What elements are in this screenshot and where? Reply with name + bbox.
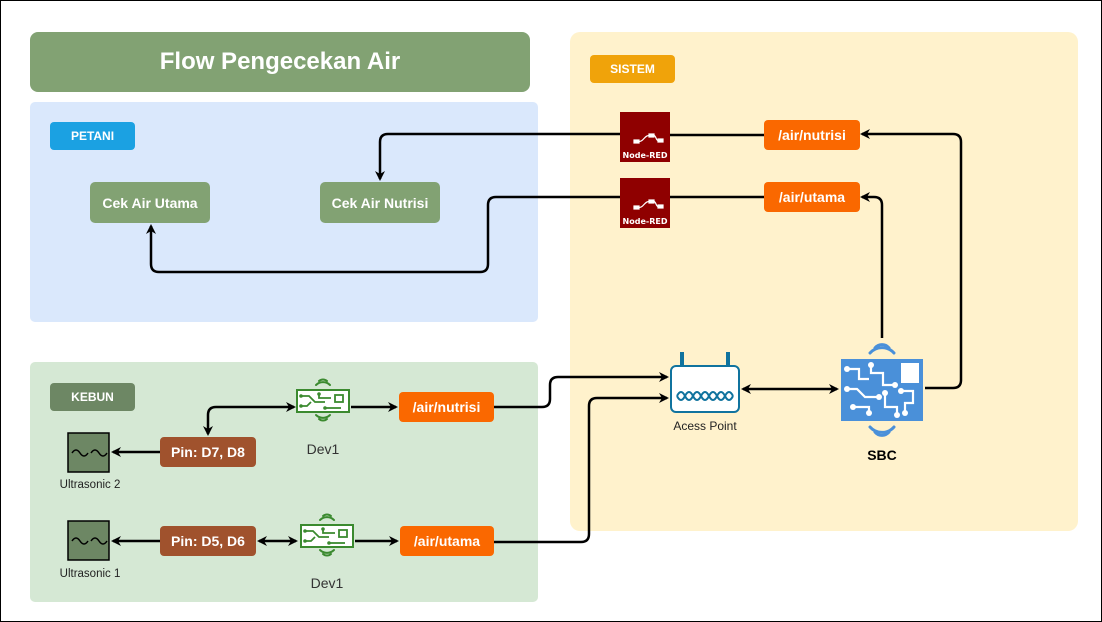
petani-tag: PETANI [50,122,135,150]
microcontroller-icon [295,378,351,422]
access-point-label: Acess Point [673,419,737,433]
microcontroller-icon [299,513,355,557]
kebun-topic-utama: /air/utama [400,526,494,556]
connector-sbc-to-topic-utama [860,192,884,338]
device-label: Dev1 [310,575,344,591]
ultrasonic-sensor-icon [67,520,110,561]
kebun-tag: KEBUN [50,383,135,411]
connector-sbc-to-topic-nutrisi [860,129,963,390]
diagram-title: Flow Pengecekan Air [30,32,530,92]
sistem-topic-utama: /air/utama [764,182,860,212]
router-icon [669,344,741,416]
node-red-icon: Node-RED [620,112,670,162]
kebun-topic-nutrisi: /air/nutrisi [399,392,494,422]
pin-box-d5-d6: Pin: D5, D6 [160,526,256,556]
connector-nodered-to-cek-nutrisi [375,132,620,181]
sbc-icon [839,339,925,441]
sistem-tag: SISTEM [590,55,675,83]
connector-dev1-pin-d7d8 [203,402,296,436]
pin-box-d7-d8: Pin: D7, D8 [160,437,256,467]
cek-air-nutrisi-box: Cek Air Nutrisi [320,182,440,223]
ultrasonic-sensor-icon [67,432,110,473]
cek-air-utama-box: Cek Air Utama [90,182,210,223]
sensor-label: Ultrasonic 1 [59,568,121,580]
node-red-label: Node-RED [622,151,668,160]
connector-kebun-utama-to-ap [494,393,669,544]
sistem-topic-nutrisi: /air/nutrisi [764,120,860,150]
sensor-label: Ultrasonic 2 [59,479,121,491]
sbc-label: SBC [867,447,897,463]
connector-kebun-nutrisi-to-ap [494,372,669,409]
device-label: Dev1 [306,441,340,457]
node-red-icon: Node-RED [620,178,670,228]
connector-nodered-to-cek-utama [146,195,620,274]
node-red-label: Node-RED [622,217,668,226]
